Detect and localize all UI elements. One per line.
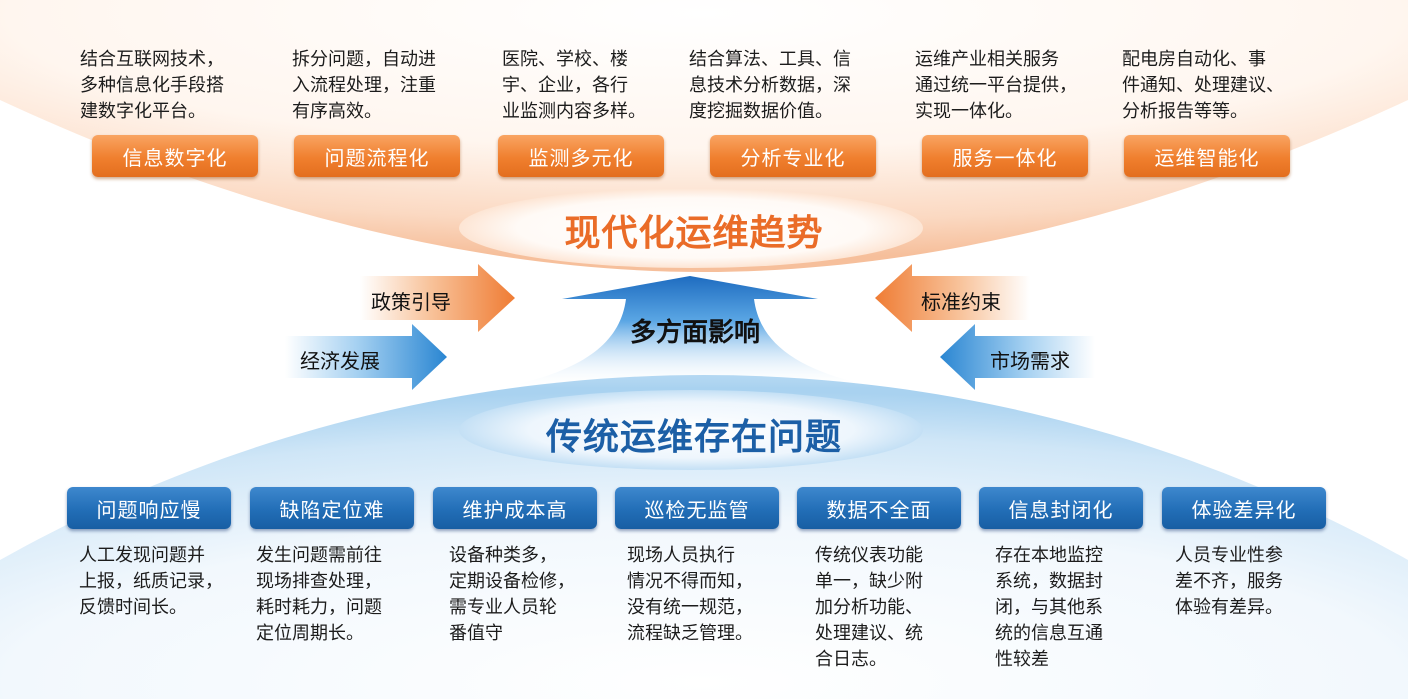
bottom-item-desc: 设备种类多，定期设备检修，需专业人员轮番值守 (449, 545, 575, 644)
issue-badge-data: 数据不全面 (797, 487, 961, 529)
trend-badge-monitoring: 监测多元化 (498, 135, 664, 177)
top-item-desc: 结合算法、工具、信息技术分析数据，深度挖掘数据价值。 (689, 49, 851, 122)
factor-standard: 标准约束 (921, 290, 1001, 314)
issue-badge-inspection: 巡检无监管 (615, 487, 779, 529)
top-title-ellipse (459, 188, 923, 268)
top-item-desc: 拆分问题，自动进入流程处理，注重有序高效。 (292, 49, 436, 122)
bottom-item-desc: 人员专业性参差不齐，服务体验有差异。 (1175, 545, 1283, 618)
top-item-desc: 运维产业相关服务通过统一平台提供，实现一体化。 (915, 49, 1077, 122)
top-item-desc: 配电房自动化、事件通知、处理建议、分析报告等等。 (1122, 49, 1284, 122)
top-item-desc: 医院、学校、楼宇、企业，各行业监测内容多样。 (502, 49, 646, 122)
bottom-item-desc: 发生问题需前往现场排查处理，耗时耗力，问题定位周期长。 (256, 545, 382, 644)
economy-arrow-icon (285, 324, 447, 390)
trend-badge-digitalization: 信息数字化 (92, 135, 258, 177)
factor-economy: 经济发展 (300, 349, 380, 373)
bottom-item-desc: 人工发现问题并上报，纸质记录，反馈时间长。 (79, 545, 223, 618)
bottom-item-desc: 存在本地监控系统，数据封闭，与其他系统的信息互通性较差 (995, 545, 1103, 670)
issue-badge-slow-response: 问题响应慢 (67, 487, 231, 529)
top-item-desc: 结合互联网技术，多种信息化手段搭建数字化平台。 (80, 49, 224, 122)
trend-badge-analysis: 分析专业化 (710, 135, 876, 177)
trend-badge-intelligence: 运维智能化 (1124, 135, 1290, 177)
factor-market: 市场需求 (990, 349, 1070, 373)
standard-arrow-icon (875, 264, 1030, 332)
issue-badge-defect-location: 缺陷定位难 (250, 487, 414, 529)
issue-badge-closed-info: 信息封闭化 (979, 487, 1143, 529)
bottom-arc (0, 375, 1408, 699)
bottom-title-ellipse (459, 390, 923, 470)
modern-trend-title: 现代化运维趋势 (564, 213, 824, 254)
policy-arrow-icon (360, 264, 515, 332)
trend-badge-service: 服务一体化 (922, 135, 1088, 177)
multi-influence-label: 多方面影响 (629, 318, 760, 348)
traditional-issues-title: 传统运维存在问题 (545, 417, 842, 458)
upward-arrow (500, 276, 880, 388)
issue-badge-maintenance-cost: 维护成本高 (433, 487, 597, 529)
issue-badge-experience: 体验差异化 (1162, 487, 1326, 529)
top-arc (0, 0, 1408, 272)
bottom-item-desc: 传统仪表功能单一，缺少附加分析功能、处理建议、统合日志。 (815, 545, 923, 670)
factor-policy: 政策引导 (371, 290, 451, 314)
market-arrow-icon (940, 324, 1095, 390)
trend-badge-process: 问题流程化 (294, 135, 460, 177)
bottom-item-desc: 现场人员执行情况不得而知，没有统一规范，流程缺乏管理。 (627, 545, 753, 644)
